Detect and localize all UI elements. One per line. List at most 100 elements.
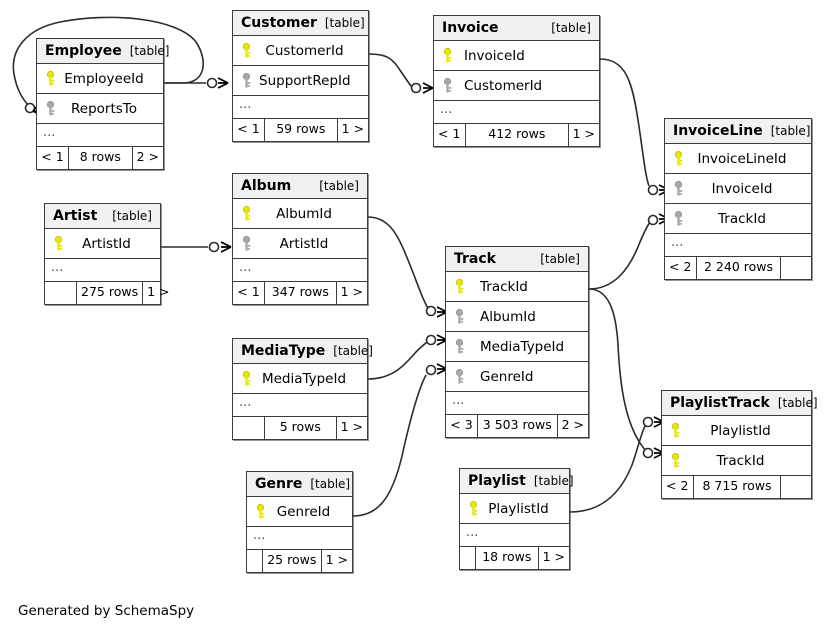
table-invoice-footer: < 1 412 rows 1 > bbox=[434, 124, 599, 146]
table-row[interactable]: ArtistId bbox=[233, 229, 367, 259]
outgoing-relations-count[interactable]: 2 > bbox=[136, 149, 159, 164]
table-row[interactable]: InvoiceLineId bbox=[665, 144, 811, 174]
table-row[interactable]: ArtistId bbox=[45, 229, 160, 259]
foreign-key-icon bbox=[233, 72, 259, 89]
table-row[interactable]: GenreId bbox=[446, 362, 588, 392]
column-label: GenreId bbox=[480, 368, 534, 385]
table-invoiceline[interactable]: InvoiceLine [table] InvoiceLineId Invoic… bbox=[664, 118, 812, 280]
table-artist-tag: [table] bbox=[112, 208, 152, 223]
table-row[interactable]: PlaylistId bbox=[662, 416, 811, 446]
table-row[interactable]: InvoiceId bbox=[665, 174, 811, 204]
table-genre-tag: [table] bbox=[310, 476, 351, 491]
more-columns-indicator: ... bbox=[247, 527, 352, 550]
table-customer-tag: [table] bbox=[324, 15, 365, 30]
table-invoiceline-footer: < 2 2 240 rows bbox=[665, 257, 811, 279]
table-row[interactable]: MediaTypeId bbox=[233, 364, 367, 394]
column-label: ArtistId bbox=[279, 235, 329, 252]
foreign-key-icon bbox=[233, 235, 259, 252]
table-playlist[interactable]: Playlist [table] PlaylistId ... 18 rows … bbox=[459, 468, 574, 570]
incoming-relations-count[interactable]: < 1 bbox=[37, 147, 69, 169]
foreign-key-icon bbox=[37, 100, 63, 117]
table-mediatype[interactable]: MediaType [table] MediaTypeId ... 5 rows… bbox=[232, 338, 373, 440]
outgoing-relations-count[interactable]: 2 > bbox=[561, 417, 584, 432]
incoming-relations-count[interactable]: < 1 bbox=[434, 124, 466, 146]
incoming-relations-count[interactable]: < 1 bbox=[233, 282, 265, 304]
primary-key-icon bbox=[665, 150, 691, 167]
edge-mediatype-track bbox=[367, 340, 430, 380]
column-label: TrackId bbox=[718, 210, 766, 227]
table-playlisttrack-title: PlaylistTrack bbox=[670, 394, 770, 411]
table-track-tag: [table] bbox=[540, 251, 580, 266]
table-row[interactable]: EmployeeId bbox=[37, 64, 163, 94]
table-row[interactable]: SupportRepId bbox=[233, 66, 368, 96]
row-count: 412 rows bbox=[466, 124, 569, 146]
outgoing-relations-count[interactable]: 1 > bbox=[542, 549, 565, 564]
table-row[interactable]: TrackId bbox=[446, 272, 588, 302]
table-row[interactable]: AlbumId bbox=[233, 199, 367, 229]
outgoing-relations-count[interactable]: 1 > bbox=[572, 126, 595, 141]
outgoing-relations-count[interactable]: 1 > bbox=[341, 121, 364, 136]
incoming-relations-count[interactable] bbox=[247, 550, 263, 572]
incoming-relations-count[interactable]: < 3 bbox=[446, 415, 478, 437]
table-row[interactable]: CustomerId bbox=[233, 36, 368, 66]
table-album-footer: < 1 347 rows 1 > bbox=[233, 282, 367, 304]
table-row[interactable]: AlbumId bbox=[446, 302, 588, 332]
column-label: AlbumId bbox=[276, 205, 332, 222]
outgoing-relations-count[interactable] bbox=[781, 257, 811, 279]
table-row[interactable]: GenreId bbox=[247, 497, 352, 527]
table-invoice[interactable]: Invoice [table] InvoiceId CustomerId ...… bbox=[433, 15, 600, 147]
column-label: AlbumId bbox=[480, 308, 536, 325]
foreign-key-icon bbox=[665, 180, 691, 197]
table-row[interactable]: PlaylistId bbox=[460, 494, 569, 524]
incoming-relations-count[interactable] bbox=[460, 547, 476, 569]
table-row[interactable]: TrackId bbox=[662, 446, 811, 476]
table-playlisttrack[interactable]: PlaylistTrack [table] PlaylistId TrackId… bbox=[661, 390, 818, 499]
table-artist[interactable]: Artist [table] ArtistId ... 275 rows 1 > bbox=[44, 203, 170, 305]
table-track[interactable]: Track [table] TrackId AlbumId MediaTypeI… bbox=[445, 246, 589, 438]
outgoing-relations-count[interactable] bbox=[781, 476, 811, 498]
table-customer-header: Customer [table] bbox=[233, 11, 368, 36]
column-label: MediaTypeId bbox=[261, 370, 347, 387]
table-row[interactable]: MediaTypeId bbox=[446, 332, 588, 362]
more-columns-indicator: ... bbox=[233, 259, 367, 282]
table-mediatype-footer: 5 rows 1 > bbox=[233, 417, 367, 439]
outgoing-relations-count[interactable]: 1 > bbox=[325, 552, 348, 567]
incoming-relations-count[interactable]: < 2 bbox=[665, 257, 697, 279]
table-customer[interactable]: Customer [table] CustomerId SupportRepId… bbox=[232, 10, 369, 142]
row-count: 25 rows bbox=[263, 550, 322, 572]
row-count: 59 rows bbox=[265, 119, 338, 141]
column-label: InvoiceId bbox=[464, 47, 525, 64]
column-label: TrackId bbox=[480, 278, 528, 295]
column-label: SupportRepId bbox=[259, 72, 351, 89]
incoming-relations-count[interactable]: < 2 bbox=[662, 476, 694, 498]
outgoing-relations-count[interactable]: 1 > bbox=[340, 284, 363, 299]
table-row[interactable]: InvoiceId bbox=[434, 41, 599, 71]
primary-key-icon bbox=[662, 452, 688, 469]
table-employee-tag: [table] bbox=[129, 43, 170, 58]
table-row[interactable]: CustomerId bbox=[434, 71, 599, 101]
table-row[interactable]: TrackId bbox=[665, 204, 811, 234]
primary-key-icon bbox=[37, 70, 63, 87]
edge-customer-invoice bbox=[368, 53, 413, 88]
table-employee[interactable]: Employee [table] EmployeeId ReportsTo ..… bbox=[36, 38, 169, 170]
more-columns-indicator: ... bbox=[37, 124, 163, 147]
table-artist-title: Artist bbox=[53, 207, 98, 224]
incoming-relations-count[interactable] bbox=[45, 282, 77, 304]
incoming-relations-count[interactable]: < 1 bbox=[233, 119, 265, 141]
table-track-title: Track bbox=[454, 250, 496, 267]
incoming-relations-count[interactable] bbox=[233, 417, 265, 439]
more-columns-indicator: ... bbox=[446, 392, 588, 415]
outgoing-relations-count[interactable]: 1 > bbox=[147, 284, 170, 299]
table-playlisttrack-header: PlaylistTrack [table] bbox=[662, 391, 818, 416]
outgoing-relations-count[interactable]: 1 > bbox=[340, 419, 363, 434]
table-track-header: Track [table] bbox=[446, 247, 588, 272]
table-mediatype-title: MediaType bbox=[241, 342, 326, 359]
table-album[interactable]: Album [table] AlbumId ArtistId ... < 1 3… bbox=[232, 173, 368, 305]
row-count: 347 rows bbox=[265, 282, 337, 304]
table-row[interactable]: ReportsTo bbox=[37, 94, 163, 124]
column-label: ArtistId bbox=[82, 235, 131, 252]
more-columns-indicator: ... bbox=[233, 96, 368, 119]
table-invoiceline-title: InvoiceLine bbox=[673, 122, 763, 139]
more-columns-indicator: ... bbox=[233, 394, 367, 417]
table-genre[interactable]: Genre [table] GenreId ... 25 rows 1 > bbox=[246, 471, 353, 573]
